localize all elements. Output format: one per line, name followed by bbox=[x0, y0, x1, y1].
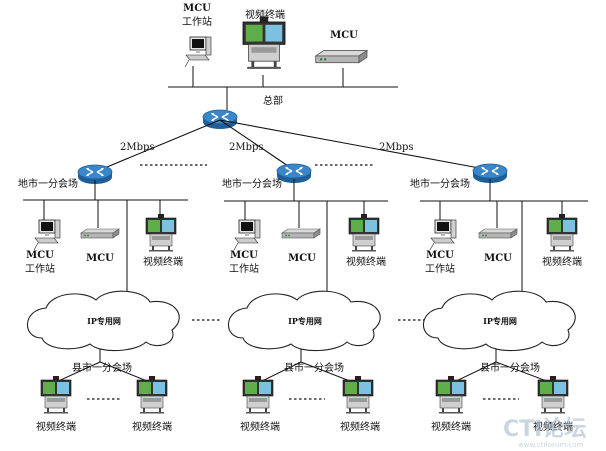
video-terminal-icon bbox=[348, 213, 380, 252]
video-terminal-icon bbox=[242, 375, 274, 414]
video-terminal-icon bbox=[40, 375, 72, 414]
link-speed-left: 2Mbps bbox=[120, 142, 155, 153]
county-terminal-label: 视频终端 bbox=[533, 420, 573, 433]
county-terminal-label: 视频终端 bbox=[240, 420, 280, 433]
hq-label: 总部 bbox=[263, 94, 283, 107]
video-terminal-icon bbox=[537, 375, 569, 414]
video-terminal-icon bbox=[242, 15, 286, 70]
city-mcu-workstation-label-2: 工作站 bbox=[425, 262, 455, 275]
county-branch-label: 县市一分会场 bbox=[72, 361, 132, 374]
hq-section: MCU 工作站 视频终端 MCU 总部 bbox=[168, 3, 398, 130]
hq-mcu-workstation-label-2: 工作站 bbox=[182, 15, 212, 28]
workstation-icon bbox=[429, 219, 457, 251]
hq-router-icon bbox=[202, 109, 238, 130]
county-link bbox=[53, 361, 101, 384]
mcu-device-icon bbox=[281, 228, 321, 239]
video-terminal-icon bbox=[136, 375, 168, 414]
county-link bbox=[257, 361, 302, 384]
city-mcu-workstation-label-1: MCU bbox=[230, 250, 258, 261]
county-terminal-label: 视频终端 bbox=[340, 420, 380, 433]
ip-network-cloud: IP专用网 bbox=[26, 290, 180, 352]
city-branch: 地市一分会场 MCU 工作站 MCU 视频终端 bbox=[410, 163, 588, 300]
city-branch: 地市一分会场 MCU 工作站 MCU 视频终端 bbox=[222, 163, 388, 300]
city-mcu-workstation-label-2: 工作站 bbox=[25, 262, 55, 275]
city-branch-label: 地市一分会场 bbox=[18, 177, 78, 190]
video-terminal-icon bbox=[435, 375, 467, 414]
county-terminal-label: 视频终端 bbox=[132, 420, 172, 433]
video-terminal-icon bbox=[342, 375, 374, 414]
wan-links: 2Mbps 2Mbps 2Mbps bbox=[94, 119, 491, 173]
city-mcu-workstation-label-1: MCU bbox=[26, 250, 54, 261]
city-mcu-label: MCU bbox=[484, 253, 512, 264]
city-video-terminal-label: 视频终端 bbox=[542, 255, 582, 268]
cloud-icon bbox=[422, 290, 576, 352]
link-speed-right: 2Mbps bbox=[379, 142, 414, 153]
county-link bbox=[495, 361, 553, 384]
video-terminal-icon bbox=[546, 213, 578, 252]
county-branch-label: 县市一分会场 bbox=[284, 361, 344, 374]
workstation-icon bbox=[33, 219, 61, 251]
watermark-logo-text: CTI论坛 bbox=[503, 416, 586, 442]
cloud-label: IP专用网 bbox=[87, 316, 121, 326]
cloud-icon bbox=[26, 290, 180, 352]
city-branch-label: 地市一分会场 bbox=[222, 177, 282, 190]
wan-link-right bbox=[219, 119, 491, 171]
county-branch: 县市一分会场 视频终端 视频终端 bbox=[36, 349, 172, 433]
city-video-terminal-label: 视频终端 bbox=[346, 255, 386, 268]
county-branch-label: 县市一分会场 bbox=[480, 361, 540, 374]
mcu-device-icon bbox=[315, 49, 368, 64]
cloud-label: IP专用网 bbox=[288, 316, 322, 326]
county-branch: 县市一分会场 视频终端 视频终端 bbox=[431, 349, 573, 433]
county-terminal-label: 视频终端 bbox=[36, 420, 76, 433]
city-branch-label: 地市一分会场 bbox=[410, 177, 470, 190]
hq-video-terminal-label: 视频终端 bbox=[245, 8, 285, 21]
city-mcu-workstation-label-2: 工作站 bbox=[229, 262, 259, 275]
cloud-label: IP专用网 bbox=[483, 316, 517, 326]
watermark-logo: CTI论坛 www.ctiforum.com bbox=[503, 416, 586, 449]
ip-network-cloud: IP专用网 bbox=[227, 290, 381, 352]
county-link bbox=[99, 361, 153, 384]
watermark-url: www.ctiforum.com bbox=[518, 441, 584, 449]
city-mcu-label: MCU bbox=[288, 253, 316, 264]
workstation-icon bbox=[233, 219, 261, 251]
city-mcu-workstation-label-1: MCU bbox=[426, 250, 454, 261]
wan-link-left bbox=[94, 119, 221, 173]
video-terminal-icon bbox=[145, 213, 177, 252]
county-link bbox=[451, 361, 497, 384]
city-mcu-label: MCU bbox=[86, 253, 114, 264]
county-branch: 县市一分会场 视频终端 视频终端 bbox=[240, 349, 380, 433]
wan-link-middle bbox=[219, 119, 295, 171]
city-video-terminal-label: 视频终端 bbox=[143, 255, 183, 268]
county-terminal-label: 视频终端 bbox=[431, 420, 471, 433]
ip-network-cloud: IP专用网 bbox=[422, 290, 576, 352]
county-link bbox=[300, 361, 356, 384]
city-branch: 地市一分会场 MCU 工作站 MCU 视频终端 bbox=[18, 164, 188, 300]
workstation-icon bbox=[184, 36, 212, 68]
hq-mcu-label: MCU bbox=[330, 30, 358, 41]
link-speed-middle: 2Mbps bbox=[229, 142, 264, 153]
mcu-device-icon bbox=[478, 228, 518, 239]
hq-mcu-workstation-label-1: MCU bbox=[183, 3, 211, 14]
cloud-icon bbox=[227, 290, 381, 352]
mcu-device-icon bbox=[80, 228, 120, 239]
